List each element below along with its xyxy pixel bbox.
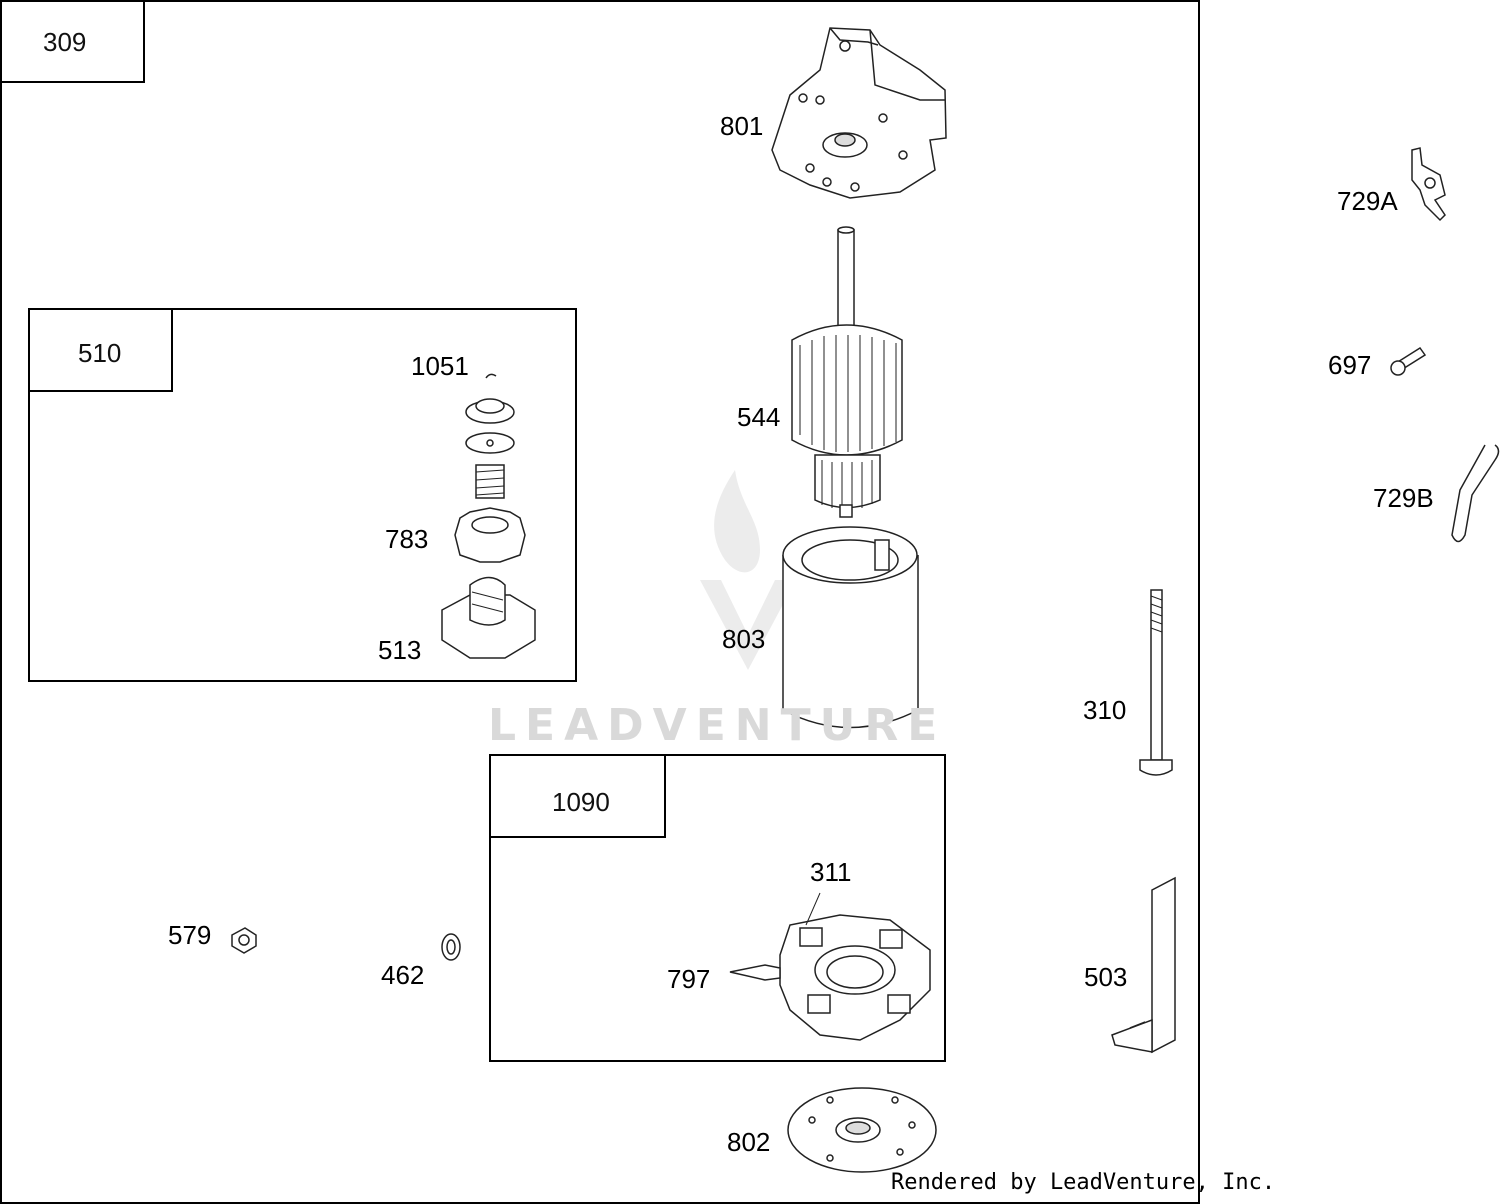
watermark-logo: [700, 470, 796, 670]
drive-kit-label: 510: [78, 338, 122, 368]
main-frame: [0, 0, 1200, 1204]
callout-544: 544: [737, 402, 781, 432]
callout-503: 503: [1084, 962, 1128, 992]
callout-1051: 1051: [411, 351, 469, 381]
drive-kit-label-box: [28, 308, 173, 392]
watermark-text: LEADVENTURE: [488, 700, 947, 751]
wire-clip-drawing: [1451, 444, 1500, 543]
bracket-plate-drawing: [1111, 876, 1176, 1054]
screw-drawing: [1390, 346, 1427, 376]
housing-drawing: [782, 526, 919, 729]
callout-797: 797: [667, 964, 711, 994]
brush-kit-frame: [489, 754, 946, 1062]
drive-kit-frame: [28, 308, 577, 682]
callout-729A: 729A: [1337, 186, 1398, 216]
nut-drawing: [231, 927, 257, 954]
callout-579: 579: [168, 920, 212, 950]
callout-801: 801: [720, 111, 764, 141]
main-label-box: [0, 0, 145, 83]
callout-513: 513: [378, 635, 422, 665]
callout-729B: 729B: [1373, 483, 1434, 513]
callout-783: 783: [385, 524, 429, 554]
callout-802: 802: [727, 1127, 771, 1157]
callout-310: 310: [1083, 695, 1127, 725]
callout-462: 462: [381, 960, 425, 990]
end-plate-drawing: [787, 1087, 937, 1173]
end-cap-drawing: [771, 27, 947, 199]
callout-311: 311: [810, 857, 852, 887]
main-assembly-label: 309: [43, 27, 87, 57]
washer-drawing: [441, 933, 461, 961]
clip-drawing: [1411, 147, 1446, 222]
callout-803: 803: [722, 624, 766, 654]
brush-kit-label-box: [489, 754, 666, 838]
brush-kit-label: 1090: [552, 787, 610, 817]
armature-drawing: [791, 226, 903, 518]
drive-kit-drawing: [441, 373, 536, 659]
bolt-drawing: [1139, 589, 1173, 776]
render-credit: Rendered by LeadVenture, Inc.: [891, 1170, 1276, 1195]
callout-697: 697: [1328, 350, 1372, 380]
brush-holder-drawing: [729, 892, 931, 1041]
